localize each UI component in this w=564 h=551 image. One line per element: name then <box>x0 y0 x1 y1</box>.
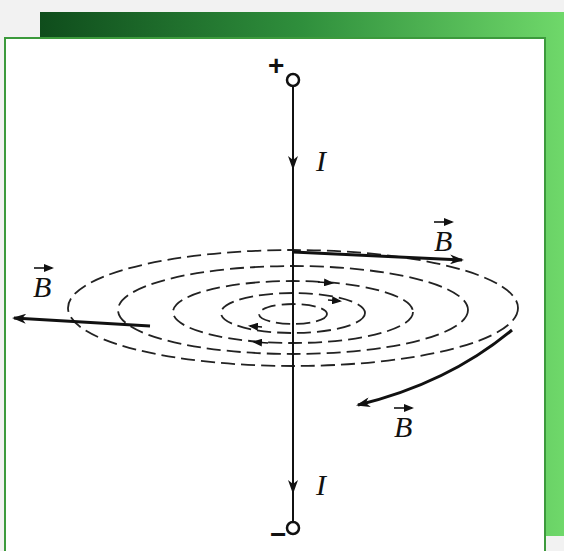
terminal-sign: − <box>270 521 286 549</box>
field-label: B <box>394 412 412 442</box>
terminal <box>287 522 299 534</box>
vector-signs <box>34 222 452 408</box>
terminal-sign: + <box>268 52 284 80</box>
white-frame <box>5 38 545 551</box>
current-label: I <box>316 470 326 500</box>
field-label: B <box>33 272 51 302</box>
terminal <box>287 74 299 86</box>
current-label: I <box>316 146 326 176</box>
field-label: B <box>434 226 452 256</box>
b-vectors <box>14 252 512 405</box>
wire <box>292 86 294 522</box>
small-field-arrows <box>250 282 340 343</box>
